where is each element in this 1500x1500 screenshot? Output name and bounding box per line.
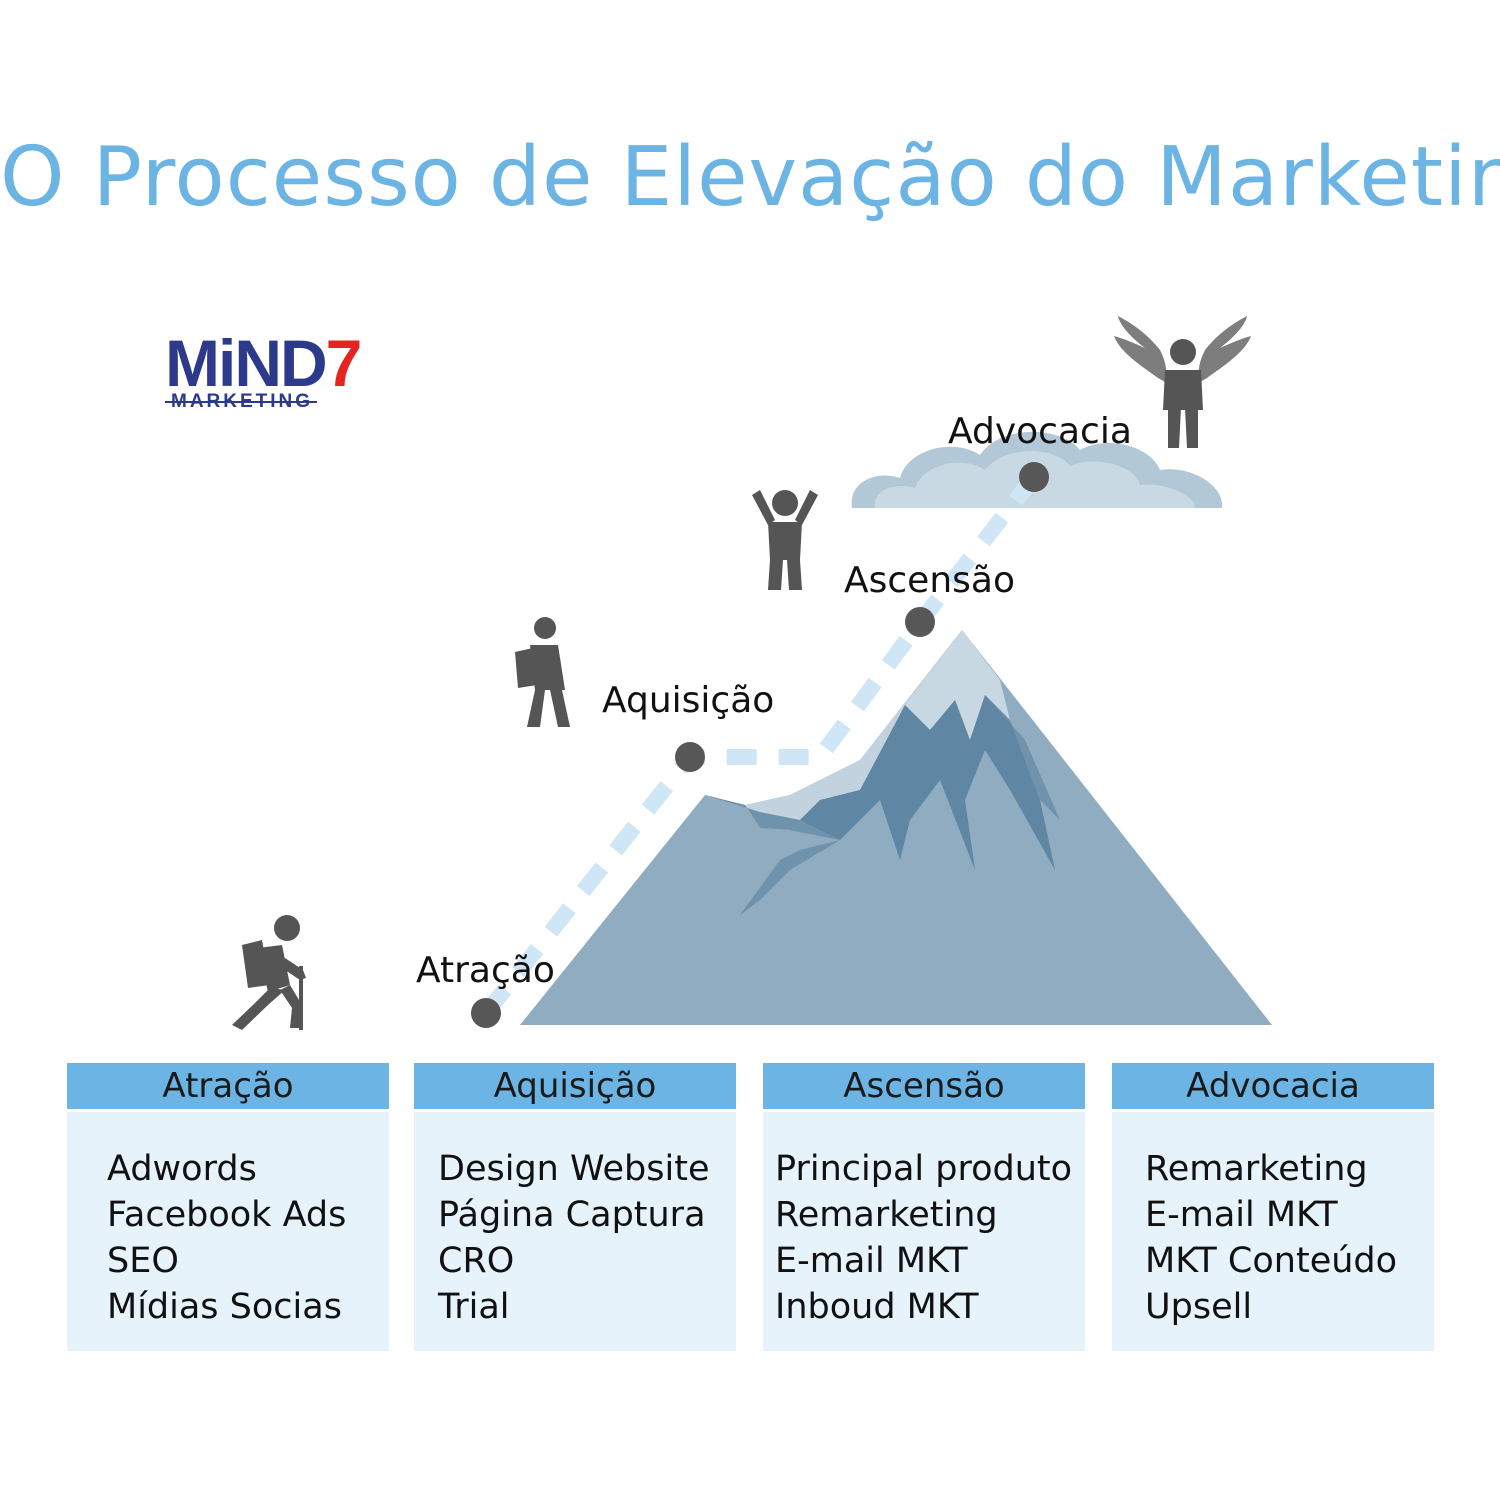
list-item: E-mail MKT — [775, 1241, 968, 1281]
list-item: MKT Conteúdo — [1145, 1241, 1398, 1281]
list-item: Upsell — [1145, 1287, 1253, 1327]
mountain-icon — [520, 630, 1272, 1025]
column-list: Principal produto Remarketing E-mail MKT… — [763, 1112, 1085, 1330]
list-item: SEO — [107, 1241, 179, 1281]
column-header: Aquisição — [414, 1063, 736, 1112]
logo-wordmark: MiND7 — [165, 326, 362, 400]
list-item: Mídias Socias — [107, 1287, 342, 1327]
list-item: Facebook Ads — [107, 1195, 347, 1235]
list-item: Principal produto — [775, 1149, 1073, 1189]
list-item: Inboud MKT — [775, 1287, 979, 1327]
list-item: E-mail MKT — [1145, 1195, 1338, 1235]
column-list: Remarketing E-mail MKT MKT Conteúdo Upse… — [1112, 1112, 1434, 1330]
list-item: Adwords — [107, 1149, 257, 1189]
logo-subtitle: MARKETING — [164, 391, 318, 412]
stage-label-atracao: Atração — [416, 950, 555, 991]
column-atracao: Atração Adwords Facebook Ads SEO Mídias … — [67, 1063, 389, 1351]
column-advocacia: Advocacia Remarketing E-mail MKT MKT Con… — [1112, 1063, 1434, 1351]
list-item: CRO — [438, 1241, 515, 1281]
page-title: O Processo de Elevação do Marketing — [0, 130, 1500, 225]
list-item: Design Website — [438, 1149, 710, 1189]
winged-person-icon — [1114, 316, 1251, 448]
list-item: Trial — [438, 1287, 510, 1327]
stage-label-advocacia: Advocacia — [948, 411, 1132, 452]
mind7-logo: MiND7 MARKETING — [164, 326, 410, 420]
stage-label-aquisicao: Aquisição — [602, 680, 775, 721]
backpacker-icon — [515, 617, 570, 727]
column-aquisicao: Aquisição Design Website Página Captura … — [414, 1063, 736, 1351]
column-header: Advocacia — [1112, 1063, 1434, 1112]
column-header: Ascensão — [763, 1063, 1085, 1112]
column-list: Adwords Facebook Ads SEO Mídias Socias — [67, 1112, 389, 1330]
hiker-icon — [232, 915, 306, 1030]
column-ascensao: Ascensão Principal produto Remarketing E… — [763, 1063, 1085, 1351]
stage-label-ascensao: Ascensão — [844, 560, 1015, 601]
column-list: Design Website Página Captura CRO Trial — [414, 1112, 736, 1330]
milestone-dot-aquisicao — [675, 742, 705, 772]
column-header: Atração — [67, 1063, 389, 1112]
list-item: Remarketing — [1145, 1149, 1368, 1189]
list-item: Remarketing — [775, 1195, 998, 1235]
milestone-dot-ascensao — [905, 607, 935, 637]
cheering-person-icon — [752, 490, 818, 590]
progress-path — [479, 472, 1041, 1018]
list-item: Página Captura — [438, 1195, 706, 1235]
milestone-dot-advocacia — [1019, 462, 1049, 492]
milestone-dot-atracao — [471, 998, 501, 1028]
